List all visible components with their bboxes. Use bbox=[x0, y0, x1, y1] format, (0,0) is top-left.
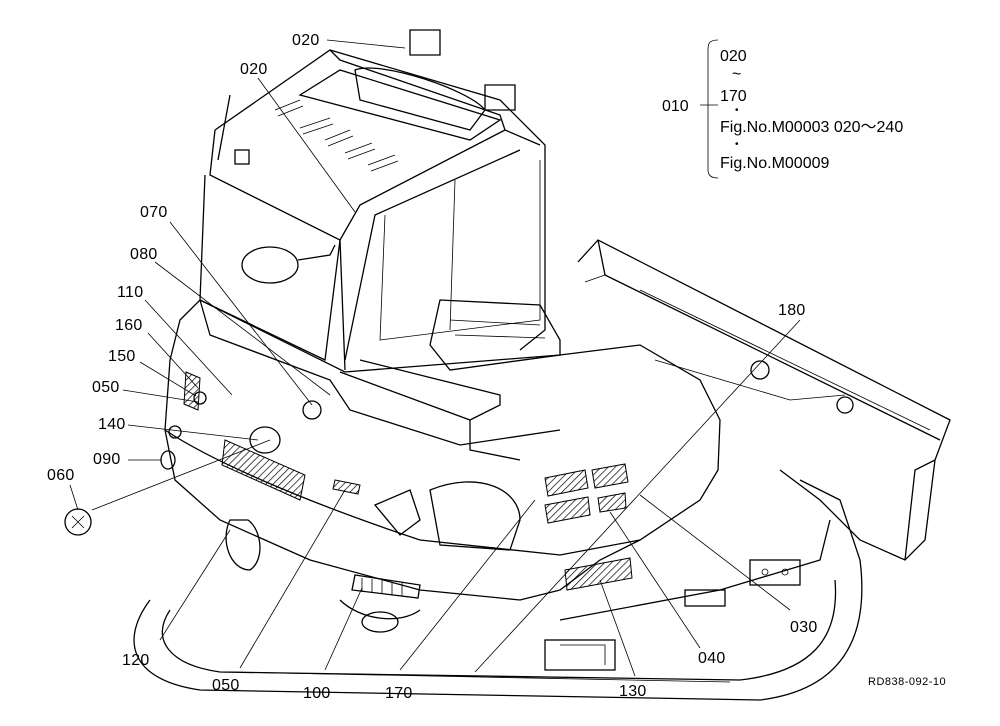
callout-170: 170 bbox=[385, 685, 413, 702]
callout-040: 040 bbox=[698, 650, 726, 667]
callout-180: 180 bbox=[778, 302, 806, 319]
callout-120: 120 bbox=[122, 652, 150, 669]
legend-range-start: 020 bbox=[720, 48, 747, 65]
drawing-code: RD838-092-10 bbox=[868, 676, 947, 688]
leader-lines bbox=[69, 39, 801, 677]
callout-050-bottom: 050 bbox=[212, 677, 240, 694]
callout-020-cab: 020 bbox=[240, 61, 268, 78]
callout-070: 070 bbox=[140, 204, 168, 221]
callout-130: 130 bbox=[619, 683, 647, 700]
callout-060: 060 bbox=[47, 467, 75, 484]
callout-110: 110 bbox=[117, 284, 144, 301]
callout-050-left: 050 bbox=[92, 379, 120, 396]
dozer-blade bbox=[577, 239, 951, 561]
cab bbox=[199, 29, 561, 371]
track bbox=[133, 479, 863, 701]
legend-range-end: 170 bbox=[720, 88, 747, 105]
callout-080: 080 bbox=[130, 246, 158, 263]
legend-bullet-1: • bbox=[735, 105, 739, 116]
legend-range-tilde: ~ bbox=[732, 66, 742, 83]
decals bbox=[183, 371, 633, 591]
legend-fig-1: Fig.No.M00003 020～240 bbox=[720, 119, 904, 136]
callout-150: 150 bbox=[108, 348, 136, 365]
legend-assembly-number: 010 bbox=[662, 98, 689, 115]
callout-030: 030 bbox=[790, 619, 818, 636]
legend-bullet-2: • bbox=[735, 139, 739, 150]
callout-100: 100 bbox=[303, 685, 331, 702]
callout-020-top: 020 bbox=[292, 32, 320, 49]
callout-160: 160 bbox=[115, 317, 143, 334]
callout-090: 090 bbox=[93, 451, 121, 468]
callout-140: 140 bbox=[98, 416, 126, 433]
legend-fig-2: Fig.No.M00009 bbox=[720, 155, 830, 172]
